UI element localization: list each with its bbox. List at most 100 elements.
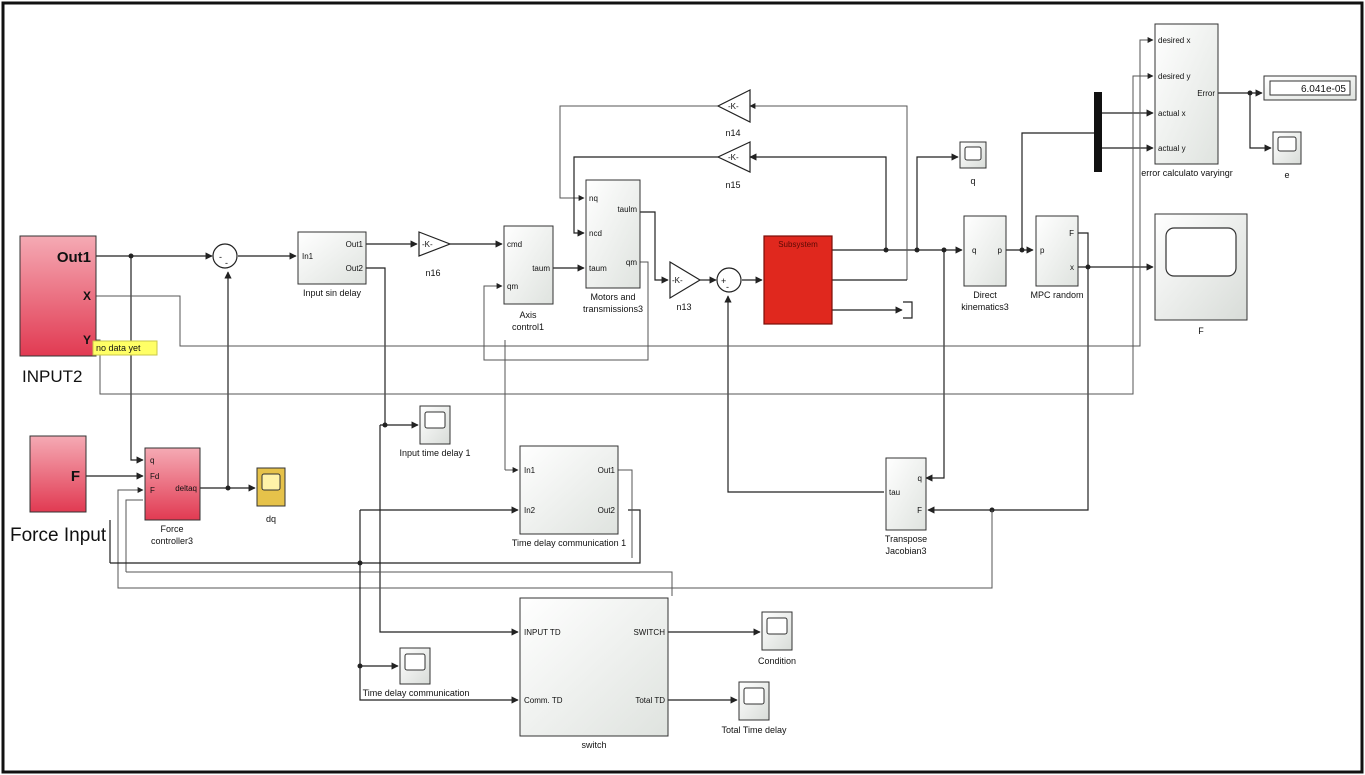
display-value: 6.041e-05 <box>1301 84 1346 95</box>
switch-in2: Comm. TD <box>524 696 563 705</box>
transpose-jacobian-tau: tau <box>889 488 900 497</box>
gain-n14-block[interactable]: -K- n14 <box>716 89 751 138</box>
axis-control-taum: taum <box>532 264 550 273</box>
gain-n13-block[interactable]: -K- n13 <box>669 260 702 312</box>
axis-control-label-2: control1 <box>512 322 544 332</box>
svg-text:-: - <box>225 258 228 268</box>
error-calc-out: Error <box>1197 89 1215 98</box>
input-sin-delay-in1: In1 <box>302 252 314 261</box>
switch-block[interactable]: INPUT TD Comm. TD SWITCH Total TD switch <box>519 597 669 750</box>
bus-selector-bar[interactable] <box>1094 92 1102 172</box>
scope-q-label: q <box>970 176 975 186</box>
error-calc-in2: desired y <box>1158 72 1190 81</box>
direct-kinematics-p: p <box>998 246 1003 255</box>
error-calc-in1: desired x <box>1158 36 1190 45</box>
direct-kinematics-block[interactable]: q p Direct kinematics3 <box>961 215 1009 312</box>
error-calc-in4: actual y <box>1158 144 1186 153</box>
gain-n16-block[interactable]: -K- n16 <box>418 231 452 278</box>
no-data-tooltip <box>92 340 158 356</box>
scope-time-delay-comm[interactable]: Time delay communication <box>363 647 470 698</box>
direct-kinematics-q: q <box>972 246 976 255</box>
input2-y-port: Y <box>83 333 91 347</box>
switch-out1: SWITCH <box>633 628 665 637</box>
input-sin-delay-out2: Out2 <box>346 264 364 273</box>
motors-qm: qm <box>626 258 637 267</box>
gain-n16-label: n16 <box>425 268 440 278</box>
force-controller-f: F <box>150 486 155 495</box>
svg-text:+: + <box>721 276 726 286</box>
force-controller-q: q <box>150 456 154 465</box>
time-delay-comm1-label: Time delay communication 1 <box>512 538 626 548</box>
axis-control-block[interactable]: cmd qm taum Axis control1 <box>503 225 554 332</box>
gain-n13-label: n13 <box>676 302 691 312</box>
mpc-random-f: F <box>1069 229 1074 238</box>
time-delay-comm1-out2: Out2 <box>598 506 616 515</box>
motors-label-2: transmissions3 <box>583 304 643 314</box>
input2-title: INPUT2 <box>22 367 82 386</box>
direct-kinematics-label-1: Direct <box>973 290 997 300</box>
subsystem-block[interactable]: Subsystem <box>763 235 833 325</box>
scope-condition-label: Condition <box>758 656 796 666</box>
display-block[interactable]: 6.041e-05 <box>1263 75 1357 101</box>
motors-nq: nq <box>589 194 598 203</box>
gain-n14-label: n14 <box>725 128 740 138</box>
no-data-tooltip-text: no data yet <box>96 343 141 353</box>
gain-n15-block[interactable]: -K- n15 <box>716 141 751 190</box>
scope-f[interactable]: F <box>1154 213 1248 336</box>
gain-n13-symbol: -K- <box>672 276 683 285</box>
scope-input-time-delay[interactable]: Input time delay 1 <box>399 405 471 458</box>
sum-block-2[interactable]: + - <box>716 267 742 293</box>
direct-kinematics-label-2: kinematics3 <box>961 302 1009 312</box>
scope-f-label: F <box>1198 326 1204 336</box>
mpc-random-x: x <box>1070 263 1074 272</box>
force-controller-fd: Fd <box>150 472 159 481</box>
scope-q[interactable]: q <box>959 141 987 186</box>
axis-control-cmd: cmd <box>507 240 522 249</box>
transpose-jacobian-label-2: Jacobian3 <box>885 546 926 556</box>
force-controller-out: deltaq <box>175 484 197 493</box>
motors-taum: taum <box>589 264 607 273</box>
switch-label: switch <box>581 740 606 750</box>
switch-in1: INPUT TD <box>524 628 561 637</box>
scope-total-time-delay-label: Total Time delay <box>721 725 787 735</box>
sum-block-1[interactable]: - - <box>212 243 238 269</box>
motors-ncd: ncd <box>589 229 602 238</box>
mpc-random-block[interactable]: p F x MPC random <box>1030 215 1084 300</box>
input2-out1-port: Out1 <box>57 249 91 266</box>
force-controller-block[interactable]: q Fd F deltaq Force controller3 <box>144 447 201 546</box>
error-calc-label: error calculato varyingr <box>1141 168 1233 178</box>
input-sin-delay-out1: Out1 <box>346 240 364 249</box>
scope-total-time-delay[interactable]: Total Time delay <box>721 681 787 735</box>
force-input-title: Force Input <box>10 525 107 546</box>
scope-time-delay-comm-label: Time delay communication <box>363 688 470 698</box>
mpc-random-p: p <box>1040 246 1045 255</box>
force-input-block[interactable]: F Force Input <box>10 435 107 546</box>
axis-control-qm: qm <box>507 282 518 291</box>
transpose-jacobian-block[interactable]: tau q F Transpose Jacobian3 <box>885 457 927 556</box>
subsystem-title: Subsystem <box>778 240 818 249</box>
wires <box>86 37 1272 704</box>
motors-taulm: taulm <box>617 205 637 214</box>
motors-label-1: Motors and <box>590 292 635 302</box>
error-calc-in3: actual x <box>1158 109 1186 118</box>
transpose-jacobian-q: q <box>918 474 922 483</box>
scope-dq[interactable]: dq <box>256 467 286 524</box>
force-input-port: F <box>71 468 80 485</box>
gain-n15-symbol: -K- <box>728 153 739 162</box>
time-delay-comm1-block[interactable]: In1 In2 Out1 Out2 Time delay communicati… <box>512 445 626 548</box>
motors-block[interactable]: nq ncd taum taulm qm Motors and transmis… <box>583 179 643 314</box>
axis-control-label-1: Axis <box>519 310 537 320</box>
gain-n14-symbol: -K- <box>728 102 739 111</box>
error-calc-block[interactable]: desired x desired y actual x actual y Er… <box>1141 23 1233 178</box>
input2-block[interactable]: Out1 X Y no data yet INPUT2 <box>19 235 158 386</box>
scope-condition[interactable]: Condition <box>758 611 796 666</box>
input-sin-delay-block[interactable]: In1 Out1 Out2 Input sin delay <box>297 231 367 298</box>
force-controller-label-1: Force <box>160 524 183 534</box>
transpose-jacobian-label-1: Transpose <box>885 534 927 544</box>
time-delay-comm1-out1: Out1 <box>598 466 616 475</box>
scope-e[interactable]: e <box>1272 131 1302 180</box>
scope-e-label: e <box>1284 170 1289 180</box>
force-controller-label-2: controller3 <box>151 536 193 546</box>
switch-out2: Total TD <box>635 696 665 705</box>
